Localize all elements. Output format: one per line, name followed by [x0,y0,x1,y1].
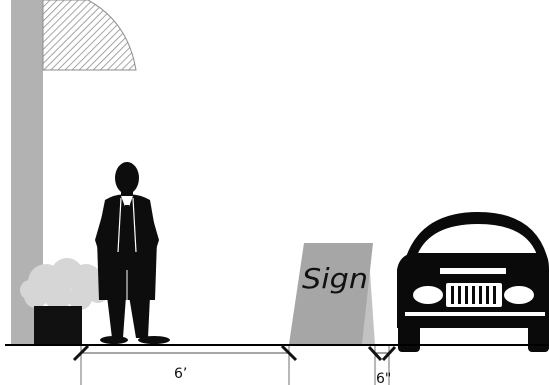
sign-label: Sign [302,262,368,295]
a-frame-sign-icon: Sign [289,243,375,345]
businessman-silhouette-icon [95,162,170,344]
dimension-6in [367,345,397,385]
planter-icon [34,306,82,344]
car-front-icon [397,212,549,352]
bush-icon [20,258,109,310]
dimension-6ft [72,344,298,385]
dimension-label-6in: 6" [376,371,391,385]
dimension-label-6ft: 6’ [174,366,187,382]
awning-icon [42,0,137,71]
